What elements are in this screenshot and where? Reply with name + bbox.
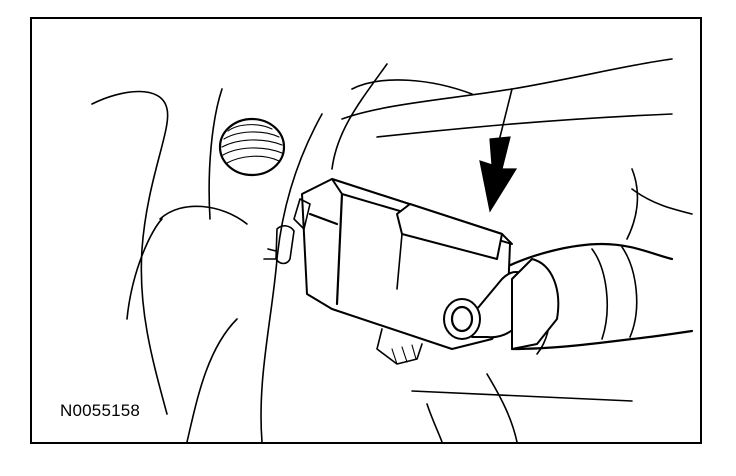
electrical-connector: [263, 178, 560, 365]
figure-id-label: N0055158: [60, 401, 141, 420]
arrow-down-left-icon: [479, 136, 518, 213]
plug-cap: [218, 117, 286, 177]
connector-illustration: [91, 58, 694, 442]
wiring-harness: [500, 168, 694, 355]
illustration-frame: N0055158: [30, 17, 702, 444]
indicator-arrow: [479, 88, 518, 213]
